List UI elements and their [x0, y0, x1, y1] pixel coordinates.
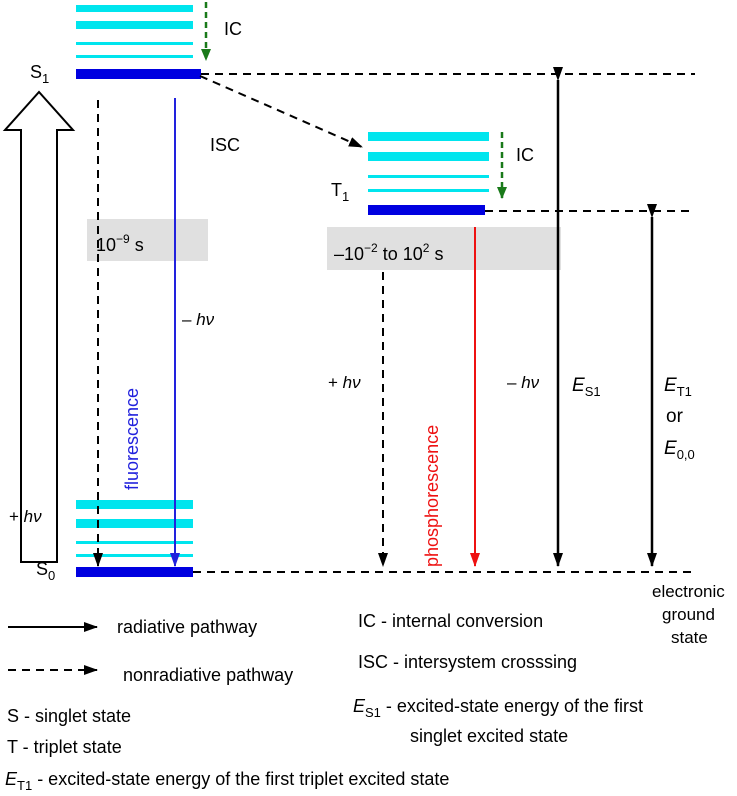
legend-isc-def: ISC - intersystem crosssing: [358, 652, 577, 672]
s1-vib-level: [76, 55, 193, 58]
s0-ground-level: [76, 567, 193, 577]
absorption-photon-label: + hν: [9, 507, 42, 526]
legend-es1-def: ES1 - excited-state energy of the first: [353, 696, 643, 720]
ic-label-top: IC: [224, 19, 242, 39]
s0-label: S0: [36, 559, 55, 583]
isc-arrow: [199, 75, 363, 148]
legend-singlet-def: S - singlet state: [7, 706, 131, 726]
fluorescence-label: fluorescence: [122, 388, 142, 490]
isc-label: ISC: [210, 135, 240, 155]
legend-es1-def-line2: singlet excited state: [410, 726, 568, 746]
s0-vib-level: [76, 500, 193, 509]
t1-label: T1: [331, 180, 349, 204]
s1-vib-level: [76, 21, 193, 29]
ground-state-label: electronic ground state: [652, 582, 730, 647]
s0-vib-level: [76, 541, 193, 544]
s1-ground-level: [76, 69, 201, 79]
nonradiative-photon-label: + hν: [328, 373, 361, 392]
et1-label: ET1: [664, 375, 692, 399]
t1-vib-level: [368, 175, 489, 178]
t1-vib-level: [368, 152, 489, 161]
t1-ground-level: [368, 205, 485, 215]
phosphorescence-photon-label: – hν: [507, 373, 540, 392]
s1-vib-level: [76, 42, 193, 45]
phosphorescence-lifetime: –10−2 to 102 s: [334, 241, 443, 264]
s0-vib-level: [76, 554, 193, 557]
s1-label: S1: [30, 62, 49, 86]
t1-vib-level: [368, 189, 489, 192]
legend: radiative pathway nonradiative pathway S…: [5, 611, 643, 793]
phosphorescence-label: phosphorescence: [422, 425, 442, 567]
absorption-arrow: [2, 90, 76, 563]
fluorescence-photon-label: – hν: [182, 310, 215, 329]
e00-label: E0,0: [664, 438, 695, 462]
legend-radiative-label: radiative pathway: [117, 617, 257, 637]
t1-levels: [368, 132, 489, 215]
s0-levels: [76, 500, 193, 577]
or-label: or: [666, 406, 684, 427]
legend-nonradiative-label: nonradiative pathway: [123, 665, 293, 685]
legend-et1-def: ET1 - excited-state energy of the first …: [5, 769, 449, 793]
s1-levels: [76, 5, 201, 79]
legend-ic-def: IC - internal conversion: [358, 611, 543, 631]
s1-vib-level: [76, 5, 193, 12]
fluorescence-time-box: [87, 219, 208, 261]
t1-vib-level: [368, 132, 489, 141]
es1-label: ES1: [572, 375, 601, 399]
legend-triplet-def: T - triplet state: [7, 737, 122, 757]
ic-label-mid: IC: [516, 145, 534, 165]
phosphorescence-time-box: [327, 227, 561, 270]
fluorescence-lifetime: 10−9 s: [96, 232, 144, 255]
s0-vib-level: [76, 519, 193, 528]
